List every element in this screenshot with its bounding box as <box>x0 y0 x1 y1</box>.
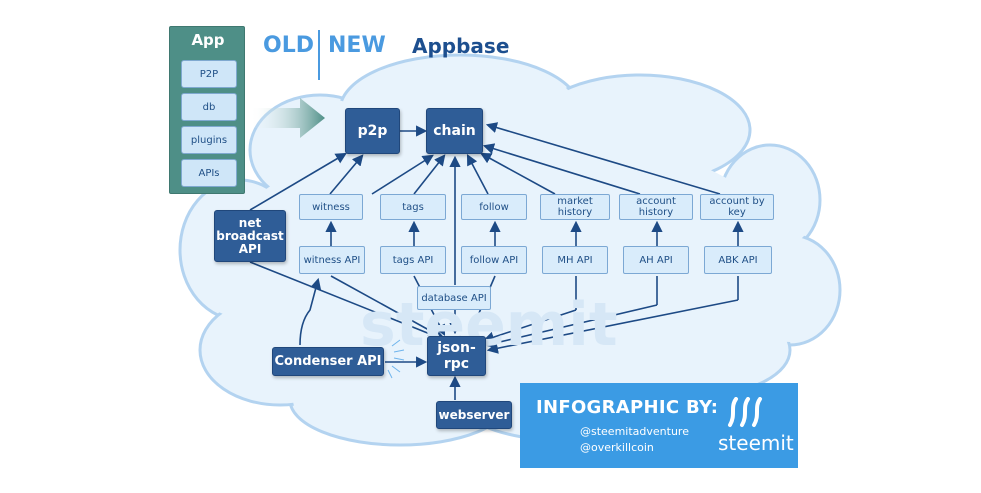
edge-ahapi-jsonrpc <box>484 304 658 349</box>
edge-abkapi-jsonrpc <box>486 299 739 354</box>
sparkle <box>387 339 405 379</box>
node-database-api: database API <box>417 286 491 310</box>
edge-witness-chain <box>371 154 434 195</box>
edge-netbroadcast-jsonrpc <box>249 261 448 342</box>
app-panel-title: App <box>191 31 225 49</box>
header-new: NEW <box>328 33 386 58</box>
node-plugin-account-history: account history <box>619 194 693 220</box>
edge-tags-chain <box>413 154 446 195</box>
edge-ah-chain <box>482 143 641 195</box>
edge-mhapi-jsonrpc <box>482 309 577 343</box>
node-api-abk: ABK API <box>704 246 772 274</box>
edge-follow-chain <box>466 154 489 195</box>
node-api-ah: AH API <box>623 246 689 274</box>
node-plugin-account-by-key: account by key <box>700 194 774 220</box>
steemit-logo-icon <box>728 397 762 427</box>
edge-witnessapi-jsonrpc <box>330 275 440 337</box>
credit-author-2: @overkillcoin <box>580 441 654 454</box>
header-old: OLD <box>263 33 314 58</box>
node-chain: chain <box>426 108 483 154</box>
credit-panel: INFOGRAPHIC BY: @steemitadventure @overk… <box>520 383 798 468</box>
header-appbase: Appbase <box>412 34 510 58</box>
edge-witness-p2p <box>329 154 364 195</box>
node-plugin-market-history: market history <box>540 194 610 220</box>
node-api-mh: MH API <box>542 246 608 274</box>
app-item-db: db <box>181 93 237 121</box>
node-json-rpc: json-rpc <box>427 336 486 376</box>
node-api-follow: follow API <box>461 246 527 274</box>
migration-arrow <box>250 98 325 138</box>
node-net-broadcast-api: net broadcast API <box>214 210 286 262</box>
app-panel: App P2P db plugins APIs <box>169 26 245 194</box>
edge-abk-chain <box>485 122 721 195</box>
edge-netbroadcast-p2p <box>249 152 347 211</box>
edge-mh-chain <box>480 152 556 195</box>
node-webserver: webserver <box>436 401 512 429</box>
credit-author-1: @steemitadventure <box>580 425 689 438</box>
node-api-witness: witness API <box>299 246 365 274</box>
credit-brand: steemit <box>718 431 794 455</box>
node-plugin-witness: witness <box>299 194 363 220</box>
credit-title: INFOGRAPHIC BY: <box>536 397 719 418</box>
edges <box>249 122 744 400</box>
app-item-apis: APIs <box>181 159 237 187</box>
app-item-plugins: plugins <box>181 126 237 154</box>
node-p2p: p2p <box>345 108 400 154</box>
edge-condenser-witnessapi <box>299 277 322 346</box>
node-condenser-api: Condenser API <box>272 347 384 376</box>
app-item-p2p: P2P <box>181 60 237 88</box>
node-plugin-tags: tags <box>380 194 446 220</box>
node-plugin-follow: follow <box>461 194 527 220</box>
node-api-tags: tags API <box>380 246 446 274</box>
